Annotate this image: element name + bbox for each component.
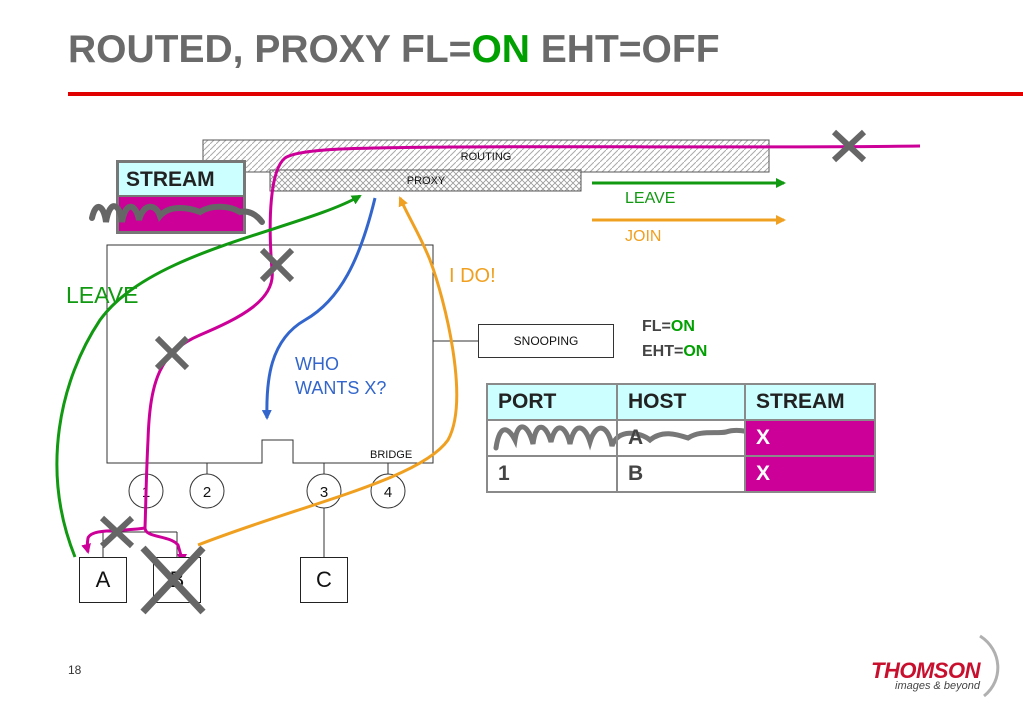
eht-value: ON [683, 343, 708, 360]
table-cell-stream: X [744, 419, 876, 457]
fl-value: ON [670, 318, 695, 335]
snooping-box: SNOOPING [478, 324, 614, 358]
query-path [261, 197, 377, 420]
cross-out-mark-icon [99, 515, 135, 549]
legend-leave-label: LEAVE [625, 190, 676, 207]
stream-path [143, 144, 921, 564]
thomson-logo: THOMSON images & beyond [856, 634, 1006, 698]
table-cell-host: B [616, 455, 746, 493]
i-do-label: I DO! [449, 265, 496, 287]
logo-brand: THOMSON [871, 658, 980, 683]
table-header-host: HOST [616, 383, 746, 421]
proxy-label: PROXY [407, 175, 446, 187]
fl-prefix: FL= [642, 318, 671, 335]
title-suffix: EHT=OFF [529, 28, 720, 71]
cross-out-mark-icon [259, 247, 295, 283]
page-number: 18 [68, 663, 82, 677]
port-2-label: 2 [203, 484, 211, 501]
who-wants-label-line2: WANTS X? [295, 378, 387, 398]
title-underline [68, 92, 1023, 96]
join-path [197, 196, 459, 547]
table-cell-host: A [616, 419, 746, 457]
port-3-label: 3 [320, 484, 328, 501]
cross-out-mark-icon [154, 335, 190, 371]
table-cell-port [486, 419, 618, 457]
table-header-row: PORT HOST STREAM [486, 383, 876, 421]
host-c: C [300, 557, 348, 603]
logo-swoosh-icon [979, 634, 1000, 698]
logo-tagline: images & beyond [895, 680, 980, 692]
bridge-label: BRIDGE [370, 449, 412, 461]
fl-status: FL=ON [642, 318, 695, 336]
bridge-box [106, 244, 434, 464]
routing-label: ROUTING [461, 151, 512, 163]
stream-indicator: STREAM [116, 160, 246, 234]
eht-prefix: EHT= [642, 343, 684, 360]
proxy-bar [269, 169, 582, 192]
table-cell-port: 1 [486, 455, 618, 493]
stream-branch-a [81, 526, 146, 554]
title-prefix: ROUTED, PROXY FL= [68, 28, 472, 71]
scribble-strikeout-icon [89, 203, 265, 225]
host-a: A [79, 557, 127, 603]
table-row: 1 B X [486, 455, 876, 493]
table-row: A X [486, 419, 876, 457]
port-4-label: 4 [384, 484, 392, 501]
legend-join-label: JOIN [625, 228, 662, 245]
title-on: ON [471, 28, 530, 71]
table-header-stream: STREAM [744, 383, 876, 421]
slide-title: ROUTED, PROXY FL=ON EHT=OFF [68, 28, 720, 72]
who-wants-label-line1: WHO [295, 354, 339, 374]
table-cell-stream: X [744, 455, 876, 493]
snooping-table: PORT HOST STREAM A X 1 B X [486, 383, 876, 493]
leave-path [55, 194, 362, 558]
stream-indicator-label: STREAM [119, 163, 243, 197]
port-2: 2 [189, 473, 225, 509]
table-header-port: PORT [486, 383, 618, 421]
cross-out-mark-icon [140, 545, 206, 615]
eht-status: EHT=ON [642, 343, 707, 361]
cross-out-mark-icon [831, 129, 867, 163]
leave-label: LEAVE [66, 282, 139, 308]
